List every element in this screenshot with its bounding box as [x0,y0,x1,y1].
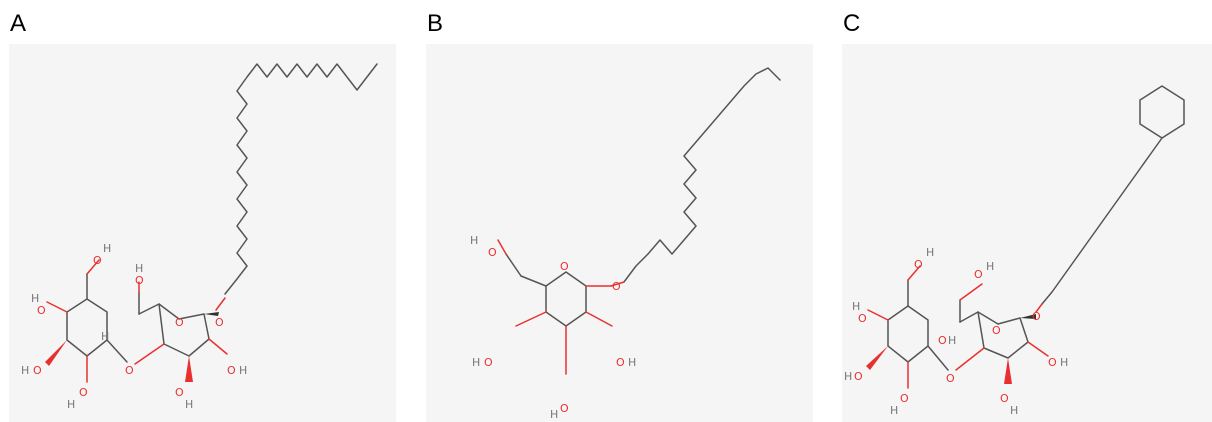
atom-label: H [1010,404,1018,417]
atom-label: H [986,260,994,273]
atom-label: H [135,262,143,275]
atom-label: O [1048,356,1057,369]
atom-label: O [854,370,863,383]
panel-label-a: A [10,10,27,37]
atom-label: O [215,316,224,329]
alkyl-chain-b [623,67,781,283]
ring-left-a [66,298,108,357]
atom-label: O [914,258,923,271]
atom-label: H [844,370,852,383]
ring-right-a [158,303,210,357]
atom-label: H [239,364,247,377]
atom-label: O [93,254,102,267]
atom-label: H [948,334,956,347]
panel-a-structure: O O O H O H O H O H O H O H O H O H [9,44,396,422]
atom-label: H [852,300,860,313]
cyclohexane-ring-c [1139,85,1185,139]
atom-label: O [616,356,625,369]
atom-label: H [21,364,29,377]
atom-label: O [33,364,42,377]
atom-label: H [67,398,75,411]
atom-label: H [470,234,478,247]
atom-label: H [101,330,109,343]
atom-label: O [484,356,493,369]
atom-label: O [79,386,88,399]
atom-label: O [37,304,46,317]
atom-label: O [560,260,569,273]
atom-label: O [946,372,955,385]
panel-c-structure: O O O O H O H O H O H O H O H O H O H [842,44,1212,422]
atom-label: H [890,404,898,417]
atom-label: O [1000,392,1009,405]
atom-label: O [938,334,947,347]
atom-label: O [612,280,621,293]
panel-label-c: C [843,10,861,37]
panel-label-b: B [427,10,444,37]
atom-label: H [103,242,111,255]
ring-left-c [887,305,929,363]
molecule-c-diagram: O O O O H O H O H O H O H O H O H O H [844,85,1185,417]
atom-label: H [1060,356,1068,369]
ring-right-c [977,311,1029,359]
atom-label: H [31,292,39,305]
atom-label: H [926,246,934,259]
molecule-b-diagram: O O O H O H O H O H [470,67,781,421]
atom-label: O [135,274,144,287]
atom-label: H [628,356,636,369]
atom-label: O [175,386,184,399]
atom-label: O [175,316,184,329]
atom-label: O [227,364,236,377]
atom-label: O [488,246,497,259]
atom-label: H [472,356,480,369]
atom-label: H [185,398,193,411]
atom-label: H [550,408,558,421]
atom-label: O [992,324,1001,337]
atom-label: O [560,402,569,415]
atom-label: O [900,392,909,405]
atom-label: O [125,364,134,377]
atom-label: O [1032,310,1041,323]
atom-label: O [858,312,867,325]
molecule-a-diagram: O O O H O H O H O H O H O H O H O H [21,63,378,411]
ring-b [545,271,587,327]
panel-b-structure: O O O H O H O H O H [426,44,813,422]
atom-label: O [974,268,983,281]
alkyl-chain-a [224,63,378,295]
alkyl-chain-c [1041,137,1163,305]
